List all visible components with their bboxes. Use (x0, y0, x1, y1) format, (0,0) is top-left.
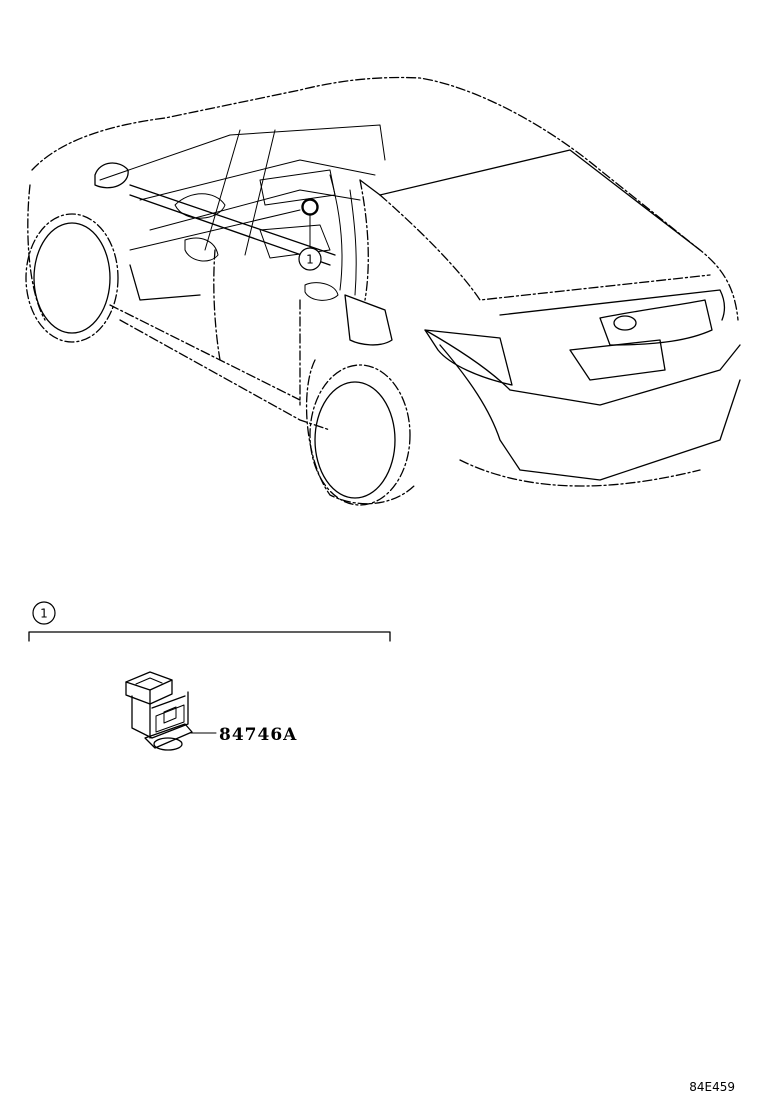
section-callout-number: 1 (40, 607, 48, 621)
figure-code: 84E459 (689, 1080, 735, 1094)
emblem-icon (613, 315, 637, 331)
car-illustration: 1 (25, 76, 741, 506)
section-bracket (28, 631, 391, 642)
component-location-marker (301, 198, 319, 216)
section-header: 1 (28, 601, 391, 642)
callout-circle (298, 247, 322, 271)
switch-part (125, 671, 217, 751)
section-callout-circle (32, 601, 56, 625)
callout-number: 1 (306, 253, 314, 267)
part-number-label: 84746A (219, 725, 297, 745)
